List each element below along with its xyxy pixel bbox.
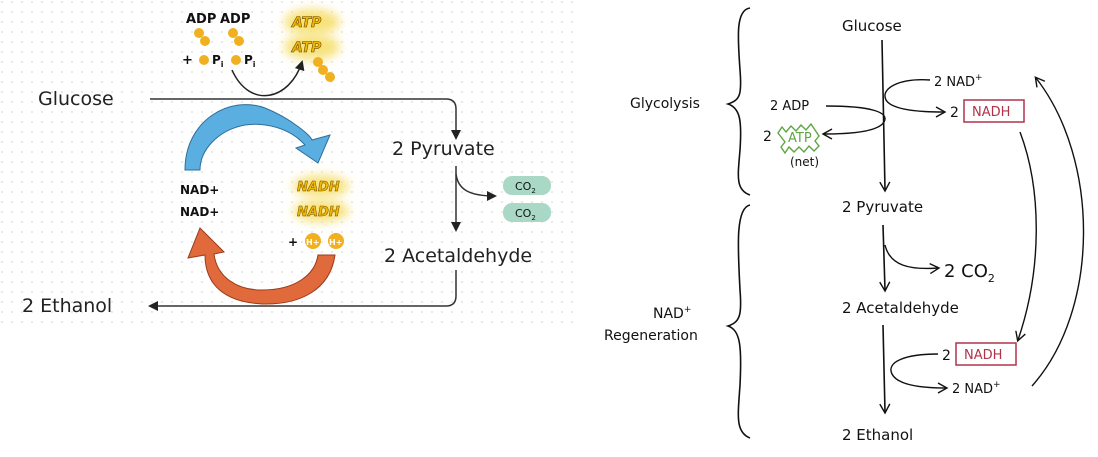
- regeneration-brace: [725, 204, 751, 439]
- adp-label: 2 ADP: [770, 99, 809, 114]
- nad-regen-line2: Regeneration: [604, 328, 698, 344]
- nadh-glow-2: [293, 200, 349, 222]
- h-plus-sign: +: [288, 235, 298, 249]
- h-ion-label-1: H+: [306, 238, 319, 247]
- atp-starburst: [777, 122, 820, 155]
- nadh-out-label: NADH: [972, 105, 1010, 120]
- net-label: (net): [790, 155, 819, 169]
- adp-phosphate-chain-2: [228, 28, 244, 46]
- handdrawn-fermentation-diagram: Glycolysis NAD+ Regeneration Glucose 2 N…: [580, 0, 1098, 452]
- nadh-label-2: NADH: [297, 205, 340, 220]
- nad-reduction-arrow: [884, 79, 947, 118]
- nad-in-label: 2 NAD+: [934, 73, 983, 90]
- glycolysis-label: Glycolysis: [630, 96, 700, 112]
- pi-plus-sign: +: [182, 53, 193, 68]
- hydrogen-ion-icon-2: [328, 233, 344, 249]
- pyruvate-to-acetaldehyde-arrow: [879, 224, 891, 293]
- co2-release-arrow: [884, 244, 941, 275]
- atp-coef: 2: [763, 129, 772, 145]
- red-oxidation-arrow: [187, 227, 336, 305]
- atp-label-2: ATP: [291, 40, 322, 56]
- adp-label-1: ADP: [186, 12, 216, 27]
- acetaldehyde-label: 2 Acetaldehyde: [384, 245, 532, 267]
- atp-production-arrow: [231, 60, 305, 97]
- nadh-transfer-arrow: [1015, 131, 1037, 343]
- dotted-background: [0, 0, 575, 330]
- acetaldehyde-label: 2 Acetaldehyde: [842, 299, 959, 317]
- glycolysis-brace: [725, 7, 751, 196]
- svg-text:CO2: CO2: [515, 180, 536, 195]
- acetaldehyde-to-ethanol-arrow: [879, 324, 891, 415]
- ethanol-label: 2 Ethanol: [22, 295, 112, 317]
- ethanol-label: 2 Ethanol: [842, 426, 913, 444]
- pyruvate-label: 2 Pyruvate: [392, 138, 495, 160]
- nadh-glow-1: [293, 175, 349, 197]
- atp-glow-2: [284, 34, 340, 60]
- co2-label: 2 CO2: [944, 261, 995, 285]
- glucose-label: Glucose: [38, 88, 114, 110]
- svg-text:CO2: CO2: [515, 207, 536, 222]
- hydrogen-ion-icon-1: [305, 233, 321, 249]
- textbook-diagram-canvas: ADP ADP + Pi Pi ATP ATP Glucose NAD+: [0, 0, 575, 330]
- nad-regen-line1: NAD+: [653, 305, 691, 322]
- glucose-label: Glucose: [842, 17, 902, 35]
- glucose-to-pyruvate-arrow: [150, 98, 461, 140]
- nadh-label-1: NADH: [297, 180, 340, 195]
- nadh-out-coef: 2: [950, 105, 959, 121]
- nad-label-2: NAD+: [180, 205, 219, 219]
- nadh-in-coef: 2: [942, 348, 951, 364]
- h-ion-label-2: H+: [329, 238, 342, 247]
- adp-label-2: ADP: [220, 12, 250, 27]
- nad-label-1: NAD+: [180, 183, 219, 197]
- co2-release-arrow: [455, 173, 497, 201]
- adp-phosphate-chain-1: [194, 28, 210, 46]
- nad-out-label: 2 NAD+: [952, 380, 1001, 397]
- pyruvate-label: 2 Pyruvate: [842, 198, 923, 216]
- atp-phosphate-tail: [313, 57, 335, 82]
- pi-label-1: Pi: [212, 53, 224, 69]
- phosphate-icon-1: [199, 55, 209, 65]
- handdrawn-diagram-canvas: Glycolysis NAD+ Regeneration Glucose 2 N…: [604, 7, 1085, 444]
- acetaldehyde-to-ethanol-arrow: [148, 270, 457, 311]
- co2-molecule-1: CO2: [503, 176, 551, 195]
- blue-reduction-arrow: [184, 104, 331, 171]
- phosphate-icon-2: [231, 55, 241, 65]
- atp-label: ATP: [788, 131, 812, 146]
- atp-label-1: ATP: [291, 15, 322, 31]
- nadh-in-label: NADH: [964, 348, 1002, 363]
- adp-to-atp-arrow: [821, 105, 886, 140]
- textbook-fermentation-diagram: ADP ADP + Pi Pi ATP ATP Glucose NAD+: [0, 0, 575, 330]
- nadh-oxidation-arrow: [890, 353, 949, 394]
- atp-glow-1: [284, 9, 340, 35]
- pi-label-2: Pi: [244, 53, 256, 69]
- nadh-out-box: [963, 99, 1025, 123]
- nad-recycle-arrow: [1031, 76, 1085, 387]
- co2-molecule-2: CO2: [503, 203, 551, 222]
- nadh-in-box: [955, 342, 1017, 366]
